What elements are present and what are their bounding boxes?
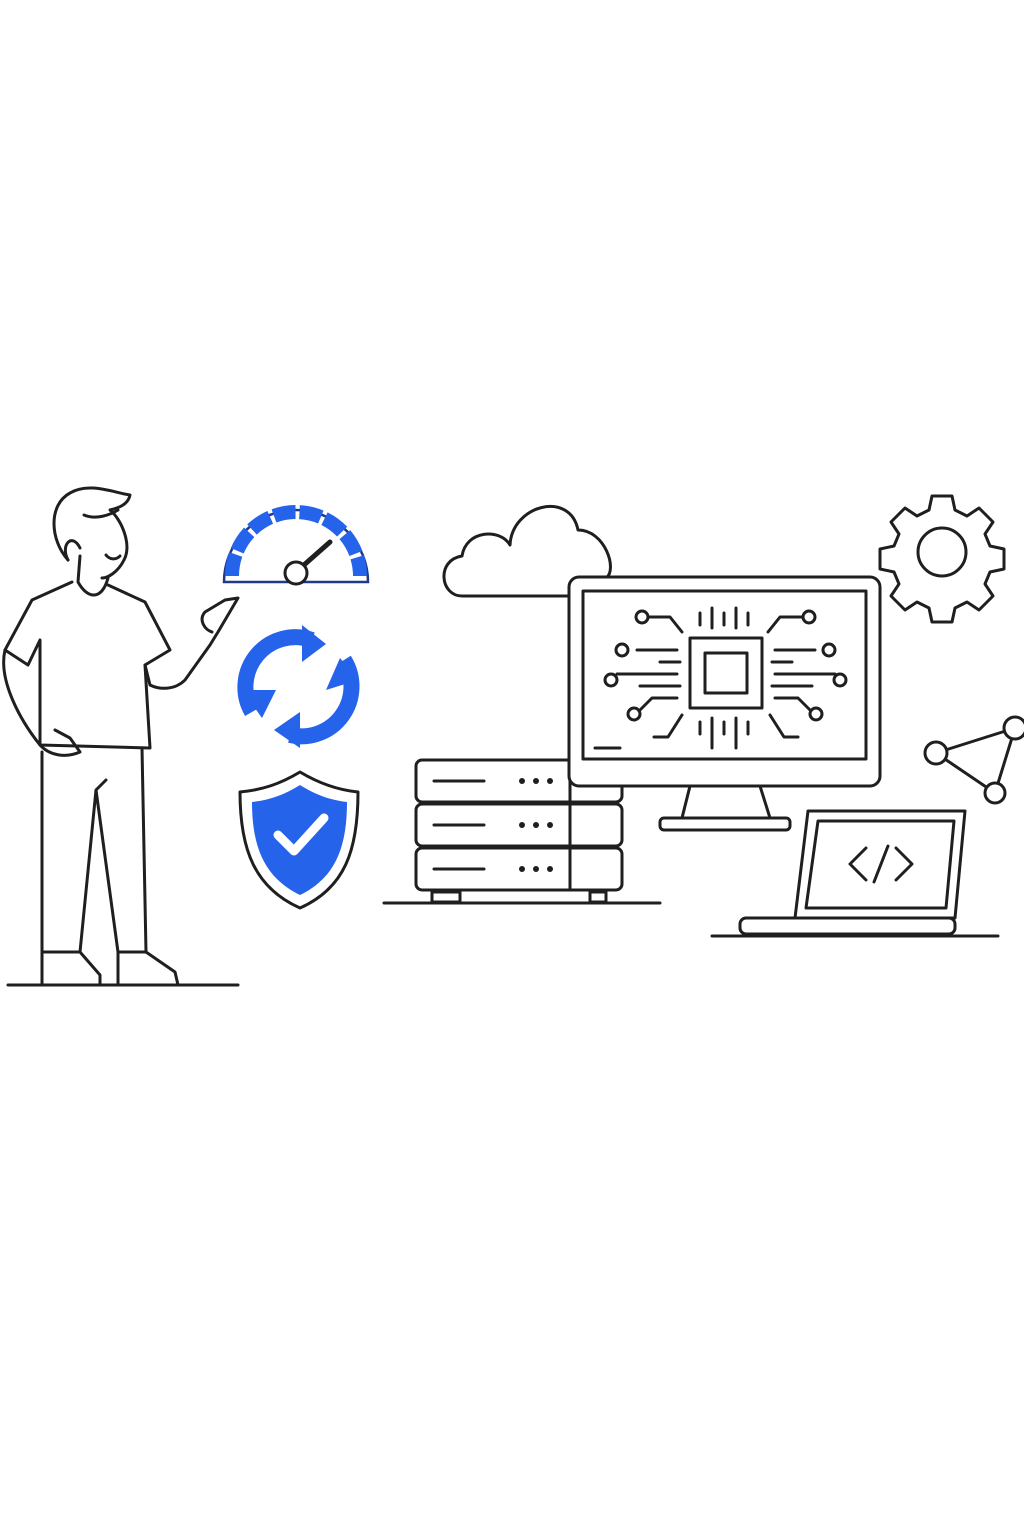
- cloud-icon: [442, 504, 612, 598]
- sync-icon: [237, 625, 360, 748]
- laptop-code-icon: [710, 809, 1000, 938]
- person-figure: [2, 486, 240, 987]
- monitor-chip-icon: [567, 575, 882, 832]
- shield-check-icon: [238, 770, 360, 910]
- speedometer-icon: [222, 505, 370, 586]
- network-nodes-icon: [923, 715, 1024, 805]
- gear-icon: [878, 494, 1006, 624]
